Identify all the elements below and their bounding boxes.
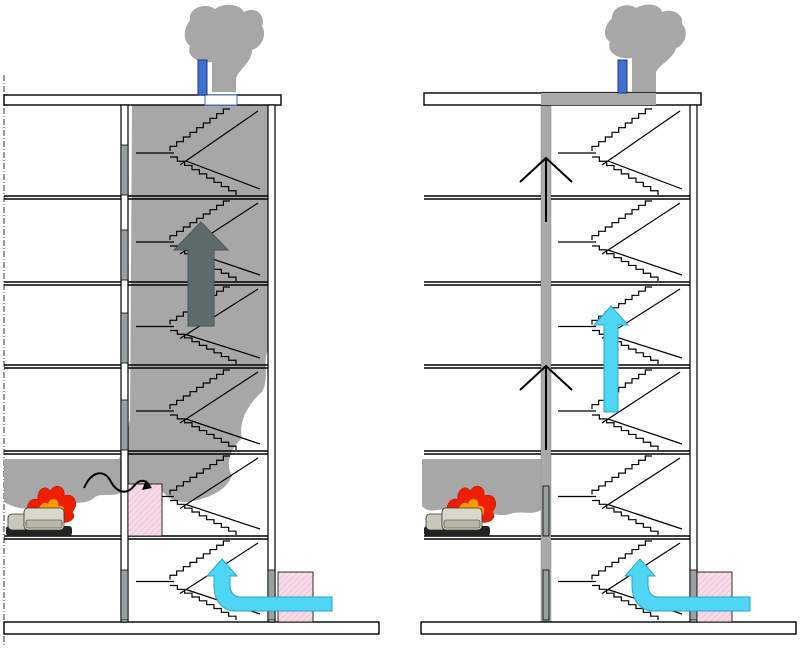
stair-flight <box>591 108 652 151</box>
stair-flight <box>592 499 659 535</box>
pressurization-shaft <box>540 91 657 623</box>
stair-flight <box>169 540 230 580</box>
stair-flight <box>169 369 230 409</box>
floor-slabs <box>3 94 380 635</box>
stair-stringer <box>185 418 261 445</box>
floor-slabs <box>420 92 797 635</box>
stair-flight <box>170 584 237 620</box>
stair-flight <box>592 414 659 450</box>
stair-doors <box>542 485 698 621</box>
ground-slab <box>420 621 797 635</box>
ground-slab <box>3 621 380 635</box>
stair-stringer <box>601 110 681 166</box>
wave-icon <box>83 472 151 493</box>
door <box>120 569 129 621</box>
chevron-up-arrow-icon <box>519 156 573 222</box>
stair-stringer <box>607 418 683 445</box>
door <box>542 485 550 537</box>
stair-flight <box>591 200 652 240</box>
stair-flight <box>170 414 237 450</box>
door <box>120 229 129 281</box>
staircase <box>558 108 683 620</box>
stair-stringer <box>185 503 261 530</box>
walls <box>120 104 276 623</box>
roof-smoke-plume <box>604 4 686 92</box>
stair-stringer <box>185 160 261 190</box>
stair-stringer <box>601 371 681 424</box>
open-fire-door <box>127 483 163 537</box>
stair-left-wall <box>120 104 129 623</box>
stair-flight <box>169 455 230 495</box>
stair-flight <box>591 455 652 495</box>
stair-flight <box>592 584 659 620</box>
right-building-panel <box>420 4 797 635</box>
stair-flight <box>591 286 652 325</box>
stair-flight <box>592 245 659 281</box>
sofa-icon <box>424 507 490 536</box>
up-arrow-icon <box>592 305 630 413</box>
roof-smoke-plume <box>184 4 265 92</box>
sofa-seat <box>25 519 63 529</box>
shaft-roof-duct <box>541 93 656 105</box>
stair-stringer <box>607 333 683 359</box>
stair-stringer <box>607 503 683 530</box>
roof-vent-window <box>617 59 628 94</box>
door <box>267 569 276 621</box>
chevron-up-arrow-icon <box>519 364 573 450</box>
curved-arrow-icon <box>205 558 333 612</box>
wave-arrow-head <box>142 480 152 490</box>
stair-doors <box>120 144 276 621</box>
door <box>120 312 129 364</box>
roof-vent-window <box>197 59 208 96</box>
door <box>120 144 129 196</box>
stair-flight <box>169 108 230 151</box>
stair-stringer <box>601 202 681 255</box>
curved-arrow-icon <box>623 558 751 612</box>
stair-flight <box>170 329 237 364</box>
roof-slab <box>3 94 282 106</box>
roof-vent-opening <box>204 94 238 106</box>
stair-stringer <box>179 288 259 340</box>
stair-right-wall <box>689 104 698 623</box>
sofa-icon <box>6 507 72 536</box>
door <box>120 399 129 451</box>
door <box>689 569 698 621</box>
stair-flight <box>169 200 230 240</box>
stair-stringer <box>179 371 259 424</box>
fire-room-smoke <box>4 459 122 509</box>
stair-stringer <box>179 457 259 510</box>
stair-stringer <box>607 249 683 276</box>
door <box>542 569 550 621</box>
stair-stringer <box>607 160 683 190</box>
sofa-seat <box>443 519 481 529</box>
left-building-panel <box>3 4 380 645</box>
walls <box>689 104 698 623</box>
stair-flight <box>170 499 237 535</box>
up-arrow-icon <box>172 221 230 327</box>
stair-flight <box>591 540 652 580</box>
stair-flight <box>591 369 652 409</box>
stair-stringer <box>179 110 259 166</box>
stair-stringer <box>185 333 261 359</box>
stair-right-wall <box>267 104 276 623</box>
stair-stringer <box>601 457 681 510</box>
